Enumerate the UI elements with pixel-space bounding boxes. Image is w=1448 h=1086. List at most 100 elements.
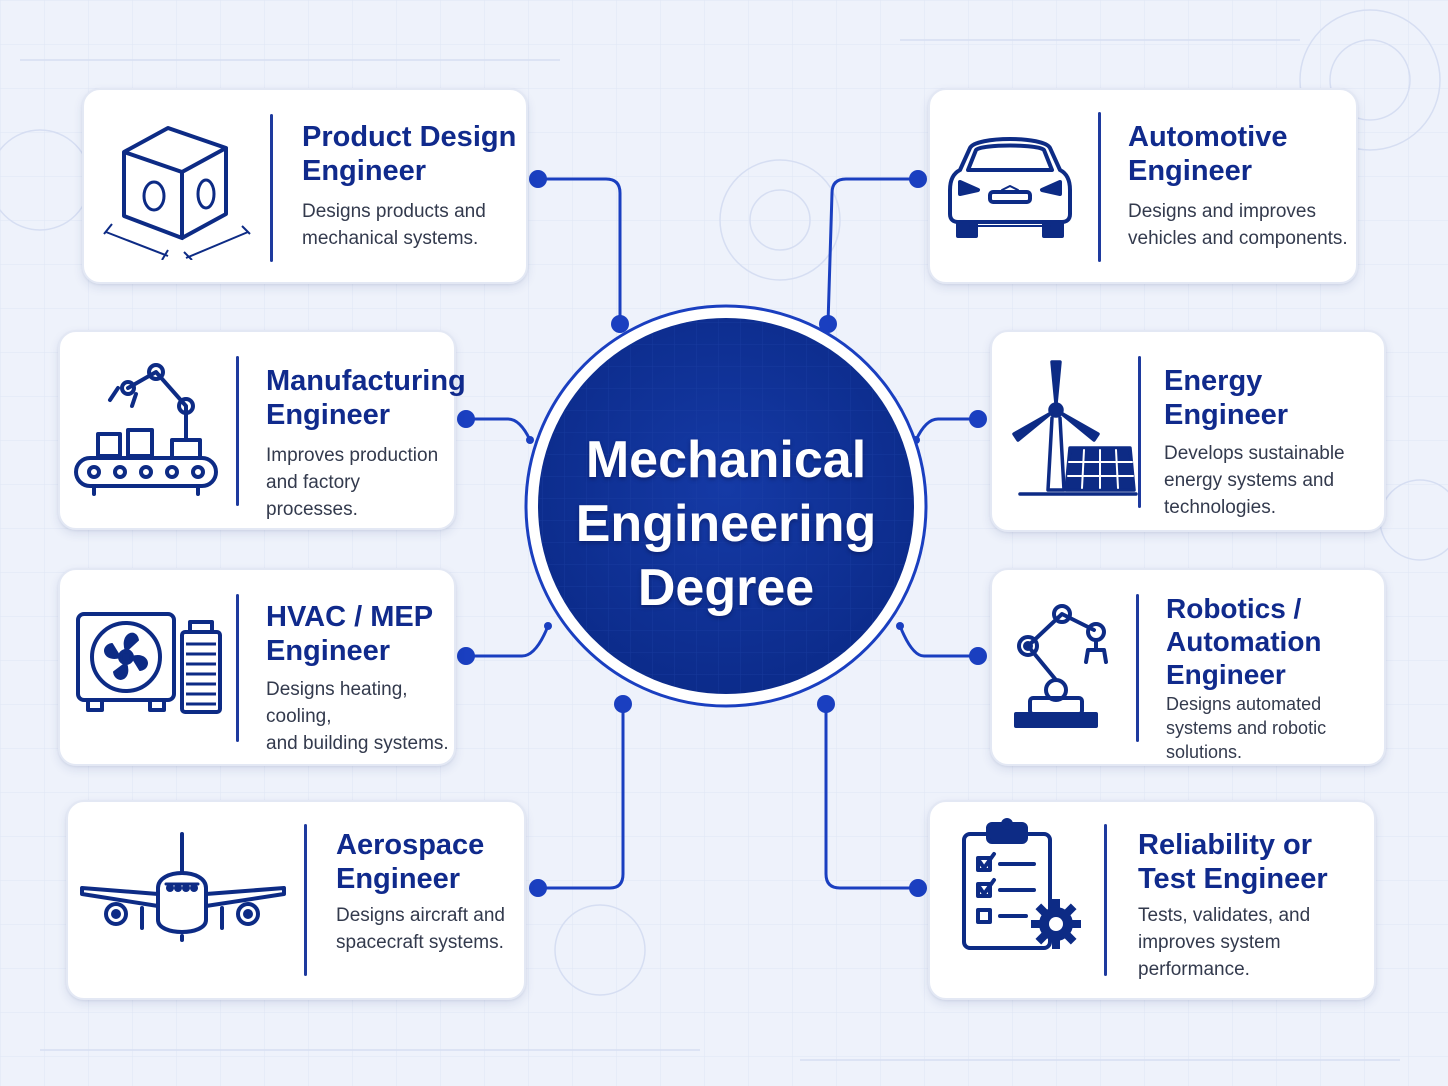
wind-turbine-solar-icon bbox=[1006, 358, 1138, 498]
connector-dot bbox=[529, 170, 547, 188]
card-desc-line: and factory processes. bbox=[266, 472, 360, 520]
card-title: Manufacturing Engineer bbox=[266, 364, 466, 432]
card-title-line: Product Design bbox=[302, 121, 517, 153]
card-energy[interactable]: Energy Engineer Develops sustainable ene… bbox=[990, 330, 1386, 532]
card-desc-line: vehicles and components. bbox=[1128, 228, 1348, 249]
card-title: Reliability or Test Engineer bbox=[1138, 828, 1328, 896]
card-title: Automotive Engineer bbox=[1128, 120, 1288, 188]
connector-product-design bbox=[536, 177, 622, 326]
card-desc-line: performance. bbox=[1138, 959, 1250, 980]
card-desc-line: Designs heating, cooling, bbox=[266, 679, 408, 727]
connector-dot bbox=[896, 622, 904, 630]
connector-aerospace bbox=[536, 702, 625, 890]
connector-energy bbox=[914, 417, 980, 442]
airplane-icon bbox=[78, 832, 290, 942]
connector-manufacturing bbox=[464, 417, 532, 442]
card-title-line: Engineer bbox=[1164, 399, 1289, 431]
robot-arm-conveyor-icon bbox=[74, 360, 220, 500]
card-divider bbox=[304, 824, 307, 976]
card-product-design[interactable]: Product Design Engineer Designs products… bbox=[82, 88, 528, 284]
card-title-line: Reliability or bbox=[1138, 829, 1313, 861]
card-desc-line: systems and robotic bbox=[1166, 718, 1327, 738]
connector-reliability bbox=[824, 702, 920, 890]
card-description: Improves production and factory processe… bbox=[266, 442, 454, 523]
card-title: Product Design Engineer bbox=[302, 120, 516, 188]
connector-dot bbox=[969, 410, 987, 428]
connector-dot bbox=[614, 695, 632, 713]
card-desc-line: solutions. bbox=[1166, 742, 1243, 762]
connector-dot bbox=[457, 647, 475, 665]
card-desc-line: improves system bbox=[1138, 932, 1281, 953]
card-description: Designs products and mechanical systems. bbox=[302, 198, 486, 252]
card-title: Aerospace Engineer bbox=[336, 828, 484, 896]
card-desc-line: mechanical systems. bbox=[302, 228, 479, 249]
card-divider bbox=[1104, 824, 1107, 976]
isometric-box-icon bbox=[102, 120, 252, 260]
hub-title: Mechanical Engineering Degree bbox=[540, 428, 912, 620]
connector-automotive bbox=[826, 177, 920, 326]
card-desc-line: Designs products and bbox=[302, 201, 486, 222]
connector-dot bbox=[544, 622, 552, 630]
card-divider bbox=[1098, 112, 1101, 262]
connector-dot bbox=[529, 879, 547, 897]
card-title-line: Engineer bbox=[1166, 659, 1286, 690]
card-divider bbox=[236, 594, 239, 742]
robotic-arm-icon bbox=[1012, 602, 1120, 732]
card-title-line: Automotive bbox=[1128, 121, 1288, 153]
card-description: Designs aircraft and spacecraft systems. bbox=[336, 902, 505, 956]
card-title-line: Energy bbox=[1164, 365, 1263, 397]
card-desc-line: Designs aircraft and bbox=[336, 905, 505, 926]
card-title-line: HVAC / MEP bbox=[266, 601, 434, 633]
card-robotics[interactable]: Robotics / Automation Engineer Designs a… bbox=[990, 568, 1386, 766]
card-automotive[interactable]: Automotive Engineer Designs and improves… bbox=[928, 88, 1358, 284]
card-divider bbox=[236, 356, 239, 506]
card-description: Develops sustainable energy systems and … bbox=[1164, 440, 1345, 521]
card-title: Energy Engineer bbox=[1164, 364, 1288, 432]
connector-dot bbox=[817, 695, 835, 713]
connector-dot bbox=[611, 315, 629, 333]
card-desc-line: Tests, validates, and bbox=[1138, 905, 1311, 926]
card-desc-line: Designs and improves bbox=[1128, 201, 1316, 222]
card-description: Tests, validates, and improves system pe… bbox=[1138, 902, 1310, 983]
card-manufacturing[interactable]: Manufacturing Engineer Improves producti… bbox=[58, 330, 466, 530]
connector-dot bbox=[909, 170, 927, 188]
card-divider bbox=[270, 114, 273, 262]
car-icon bbox=[946, 130, 1074, 242]
card-title-line: Engineer bbox=[266, 399, 391, 431]
card-reliability[interactable]: Reliability or Test Engineer Tests, vali… bbox=[928, 800, 1376, 1000]
hvac-unit-icon bbox=[76, 610, 226, 720]
card-title: HVAC / MEP Engineer bbox=[266, 600, 433, 668]
card-desc-line: Develops sustainable bbox=[1164, 443, 1345, 464]
card-title-line: Aerospace bbox=[336, 829, 485, 861]
hub-title-line: Engineering bbox=[575, 495, 877, 553]
card-description: Designs automated systems and robotic so… bbox=[1166, 692, 1326, 764]
card-desc-line: Designs automated bbox=[1166, 694, 1322, 714]
card-desc-line: energy systems and bbox=[1164, 470, 1335, 491]
card-title-line: Engineer bbox=[1128, 155, 1253, 187]
card-hvac[interactable]: HVAC / MEP Engineer Designs heating, coo… bbox=[58, 568, 456, 766]
connector-hvac bbox=[464, 624, 550, 658]
card-title-line: Manufacturing bbox=[266, 365, 466, 397]
hub-title-line: Mechanical bbox=[585, 431, 867, 489]
card-title-line: Engineer bbox=[336, 863, 461, 895]
connector-robotics bbox=[898, 624, 980, 658]
card-desc-line: and building systems. bbox=[266, 733, 449, 754]
card-aerospace[interactable]: Aerospace Engineer Designs aircraft and … bbox=[66, 800, 526, 1000]
card-title: Robotics / Automation Engineer bbox=[1166, 592, 1322, 691]
card-divider bbox=[1136, 594, 1139, 742]
card-desc-line: technologies. bbox=[1164, 497, 1276, 518]
card-title-line: Engineer bbox=[302, 155, 427, 187]
card-desc-line: spacecraft systems. bbox=[336, 932, 504, 953]
card-description: Designs heating, cooling, and building s… bbox=[266, 676, 454, 757]
hub-title-line: Degree bbox=[637, 559, 815, 617]
connector-dot bbox=[457, 410, 475, 428]
card-title-line: Test Engineer bbox=[1138, 863, 1328, 895]
card-divider bbox=[1138, 356, 1141, 508]
connector-dot bbox=[819, 315, 837, 333]
card-title-line: Engineer bbox=[266, 635, 391, 667]
hub-circle bbox=[524, 304, 928, 708]
card-desc-line: Improves production bbox=[266, 445, 439, 466]
checklist-gear-icon bbox=[960, 818, 1090, 958]
card-title-line: Robotics / bbox=[1166, 593, 1302, 624]
